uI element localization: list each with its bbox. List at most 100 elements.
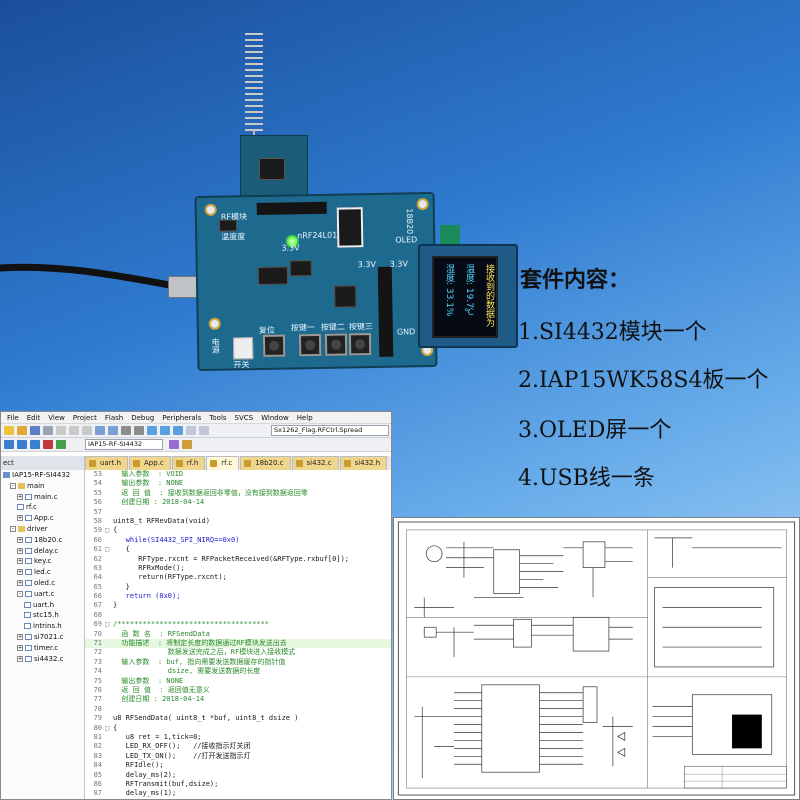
tree-item[interactable]: +si4432.c xyxy=(1,654,84,665)
tree-item[interactable]: +si7021.c xyxy=(1,632,84,643)
expand-icon[interactable]: + xyxy=(17,536,23,543)
fold-marker[interactable] xyxy=(105,648,113,657)
fold-marker[interactable] xyxy=(105,761,113,770)
indent-icon[interactable] xyxy=(186,426,196,435)
menu-peripherals[interactable]: Peripherals xyxy=(162,413,202,422)
fold-marker[interactable] xyxy=(105,714,113,723)
expand-icon[interactable]: + xyxy=(17,579,23,586)
new-file-icon[interactable] xyxy=(4,426,14,435)
tree-item[interactable]: +oled.c xyxy=(1,578,84,589)
fold-marker[interactable] xyxy=(105,555,113,564)
tab-rf-h[interactable]: rf.h xyxy=(171,456,206,470)
fold-marker[interactable]: □ xyxy=(105,545,110,554)
menu-help[interactable]: Help xyxy=(296,413,313,422)
tree-item[interactable]: IAP15-RF-SI4432 xyxy=(1,470,84,481)
fold-marker[interactable] xyxy=(105,489,113,498)
redo-icon[interactable] xyxy=(108,426,118,435)
fold-marker[interactable] xyxy=(105,611,113,620)
tab-App-c[interactable]: App.c xyxy=(129,456,171,470)
tab-rf-c[interactable]: rf.c xyxy=(206,456,240,470)
save-icon[interactable] xyxy=(30,426,40,435)
fold-marker[interactable] xyxy=(105,630,113,639)
expand-icon[interactable]: + xyxy=(17,558,23,565)
tree-item[interactable]: -uart.c xyxy=(1,589,84,600)
fold-marker[interactable] xyxy=(105,667,113,676)
menu-file[interactable]: File xyxy=(7,413,19,422)
menu-debug[interactable]: Debug xyxy=(131,413,155,422)
tree-item[interactable]: -driver xyxy=(1,524,84,535)
fold-marker[interactable] xyxy=(105,789,113,798)
menu-view[interactable]: View xyxy=(48,413,65,422)
undo-icon[interactable] xyxy=(95,426,105,435)
menu-window[interactable]: Window xyxy=(261,413,289,422)
unindent-icon[interactable] xyxy=(199,426,209,435)
tree-item[interactable]: -main xyxy=(1,481,84,492)
expand-icon[interactable]: + xyxy=(17,493,23,500)
nav-back-icon[interactable] xyxy=(121,426,131,435)
fold-marker[interactable] xyxy=(105,677,113,686)
collapse-icon[interactable]: - xyxy=(10,482,16,489)
bookmark-next-icon[interactable] xyxy=(173,426,183,435)
fold-marker[interactable] xyxy=(105,536,113,545)
tree-item[interactable]: +delay.c xyxy=(1,546,84,557)
fold-marker[interactable] xyxy=(105,733,113,742)
expand-icon[interactable]: + xyxy=(17,547,23,554)
fold-marker[interactable] xyxy=(105,564,113,573)
collapse-icon[interactable]: - xyxy=(17,590,23,597)
menu-tools[interactable]: Tools xyxy=(209,413,227,422)
fold-marker[interactable] xyxy=(105,686,113,695)
expand-icon[interactable]: + xyxy=(17,655,23,662)
fold-marker[interactable] xyxy=(105,752,113,761)
collapse-icon[interactable]: - xyxy=(10,525,16,532)
fold-marker[interactable] xyxy=(105,601,113,610)
fold-marker[interactable] xyxy=(105,742,113,751)
fold-marker[interactable] xyxy=(105,780,113,789)
fold-marker[interactable] xyxy=(105,592,113,601)
fold-marker[interactable] xyxy=(105,479,113,488)
tree-item[interactable]: +App.c xyxy=(1,513,84,524)
tab-si432-h[interactable]: si432.h xyxy=(339,456,388,470)
tab-18b20-c[interactable]: 18b20.c xyxy=(240,456,291,470)
target-options-icon[interactable] xyxy=(169,440,179,449)
nav-forward-icon[interactable] xyxy=(134,426,144,435)
tree-item[interactable]: +key.c xyxy=(1,556,84,567)
paste-icon[interactable] xyxy=(82,426,92,435)
menu-svcs[interactable]: SVCS xyxy=(234,413,254,422)
fold-marker[interactable] xyxy=(105,573,113,582)
stop-build-icon[interactable] xyxy=(43,440,53,449)
cut-icon[interactable] xyxy=(56,426,66,435)
copy-icon[interactable] xyxy=(69,426,79,435)
fold-marker[interactable]: □ xyxy=(105,620,110,629)
open-folder-icon[interactable] xyxy=(17,426,27,435)
save-all-icon[interactable] xyxy=(43,426,53,435)
build-icon[interactable] xyxy=(17,440,27,449)
tab-si432-c[interactable]: si432.c xyxy=(291,456,339,470)
tree-item[interactable]: +main.c xyxy=(1,492,84,503)
expand-icon[interactable]: + xyxy=(17,633,23,640)
rebuild-icon[interactable] xyxy=(30,440,40,449)
tree-item[interactable]: stc15.h xyxy=(1,610,84,621)
tree-item[interactable]: +timer.c xyxy=(1,643,84,654)
fold-marker[interactable]: □ xyxy=(105,723,110,732)
tab-uart-h[interactable]: uart.h xyxy=(85,456,129,470)
menu-edit[interactable]: Edit xyxy=(26,413,41,422)
fold-marker[interactable] xyxy=(105,695,113,704)
expand-icon[interactable]: + xyxy=(17,515,23,522)
download-icon[interactable] xyxy=(56,440,66,449)
fold-marker[interactable] xyxy=(105,583,113,592)
fold-marker[interactable] xyxy=(105,470,113,479)
tree-item[interactable]: uart.h xyxy=(1,600,84,611)
fold-marker[interactable] xyxy=(105,705,113,714)
menu-project[interactable]: Project xyxy=(72,413,97,422)
fold-marker[interactable] xyxy=(105,658,113,667)
tree-item[interactable]: +18b20.c xyxy=(1,535,84,546)
find-combo[interactable]: Sx1262_Flag.RFCtrl.Spread xyxy=(271,425,389,436)
expand-icon[interactable]: + xyxy=(17,644,23,651)
fold-marker[interactable]: □ xyxy=(105,526,110,535)
bookmark-icon[interactable] xyxy=(147,426,157,435)
target-select[interactable]: IAP15-RF-SI4432 xyxy=(85,439,163,450)
tree-item[interactable]: +led.c xyxy=(1,567,84,578)
tree-item[interactable]: intrins.h xyxy=(1,621,84,632)
menu-flash[interactable]: Flash xyxy=(104,413,124,422)
